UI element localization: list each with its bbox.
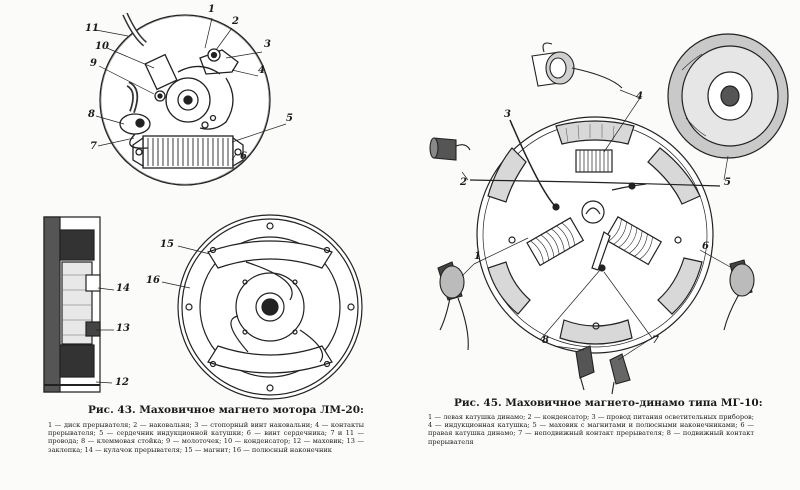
fig43-label-10: 10 xyxy=(95,41,109,52)
fig45-caption-legend: 1 — левая катушка динамо; 2 — конденсато… xyxy=(428,413,754,446)
fig43-caption-legend: 1 — диск прерывателя; 2 — наковальня; 3 … xyxy=(48,421,364,454)
fig43-label-16: 16 xyxy=(146,275,160,286)
fig45-label-8: 8 xyxy=(542,335,549,346)
fig43-label-8: 8 xyxy=(88,109,95,120)
fig45-caption-title: Рис. 45. Маховичное магнето-динамо типа … xyxy=(454,397,763,409)
fig43-label-9: 9 xyxy=(90,58,97,69)
fig45-label-1: 1 xyxy=(474,251,481,262)
fig43-label-2: 2 xyxy=(232,16,239,27)
fig45-label-5: 5 xyxy=(724,177,731,188)
fig45-label-4: 4 xyxy=(636,91,643,102)
fig43-label-12: 12 xyxy=(115,377,129,388)
fig43-label-7: 7 xyxy=(90,141,97,152)
fig43-label-3: 3 xyxy=(264,39,271,50)
fig43-caption-title: Рис. 43. Маховичное магнето мотора ЛМ-20… xyxy=(88,404,364,416)
fig43-label-13: 13 xyxy=(116,323,130,334)
fig43-label-15: 15 xyxy=(160,239,174,250)
fig43-label-11: 11 xyxy=(85,23,99,34)
fig43-label-6: 6 xyxy=(240,151,247,162)
fig45-label-3: 3 xyxy=(504,109,511,120)
fig43-label-4: 4 xyxy=(258,65,265,76)
fig43-label-14: 14 xyxy=(116,283,130,294)
fig43-label-1: 1 xyxy=(208,4,215,15)
fig45-label-6: 6 xyxy=(702,241,709,252)
fig45-label-7: 7 xyxy=(652,335,659,346)
fig45-label-2: 2 xyxy=(460,177,467,188)
fig43-label-5: 5 xyxy=(286,113,293,124)
